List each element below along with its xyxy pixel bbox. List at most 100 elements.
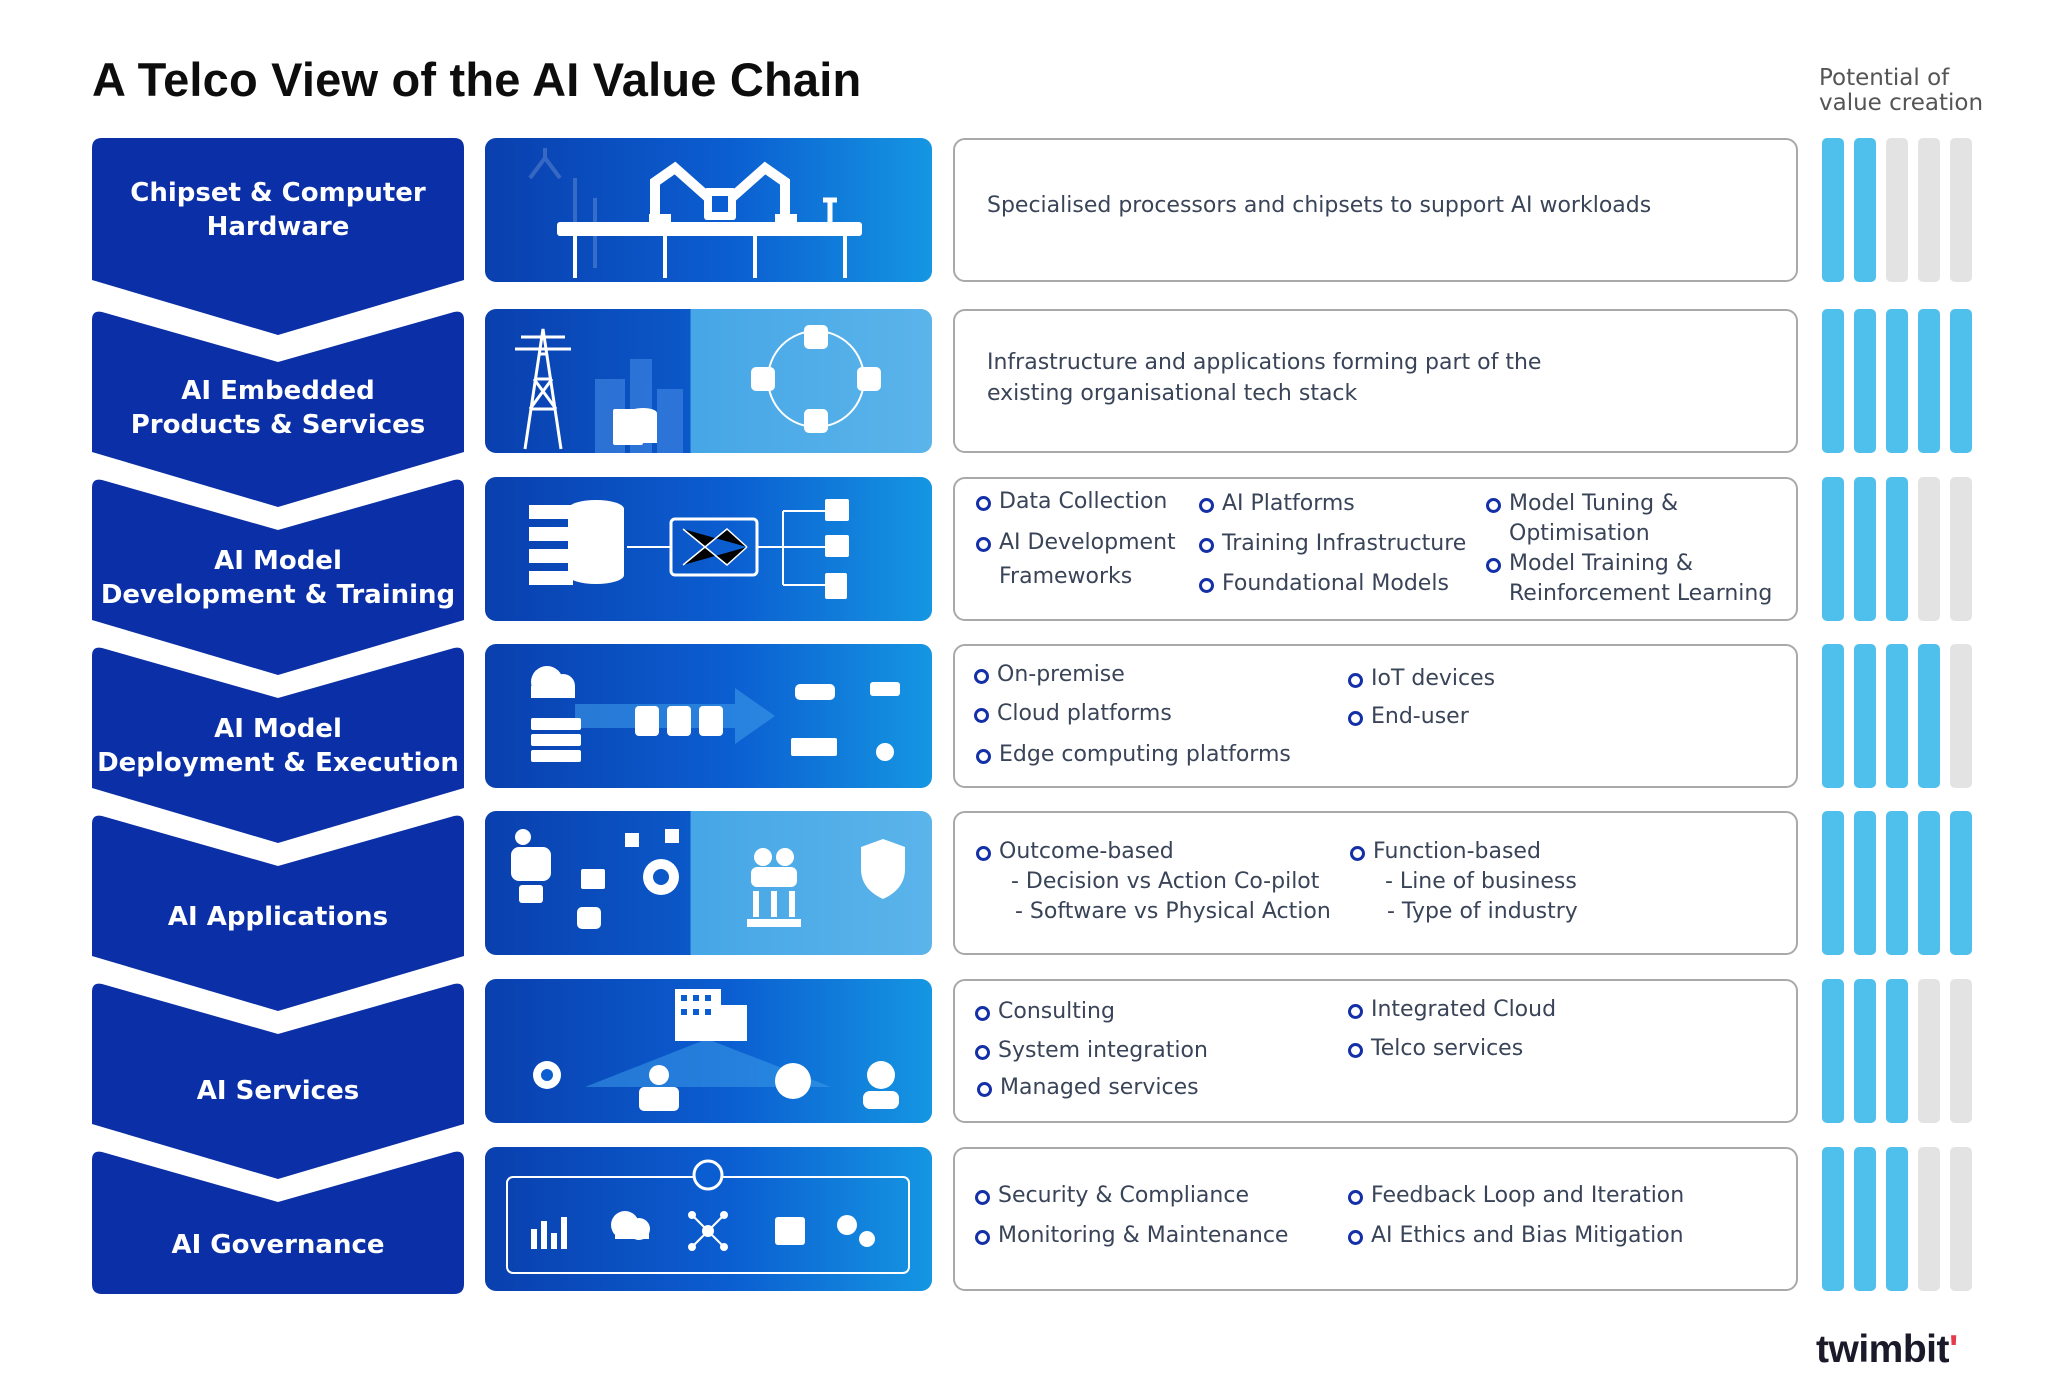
bullet-item: AI Ethics and Bias Mitigation — [1348, 1221, 1684, 1251]
image-panel-chipset — [485, 138, 932, 282]
desc-box-governance: Security & Compliance Monitoring & Maint… — [953, 1147, 1798, 1291]
bullet-item: On-premise — [974, 660, 1125, 690]
potential-bar — [1950, 644, 1972, 788]
potential-bar — [1950, 1147, 1972, 1291]
image-panel-applications — [485, 811, 932, 955]
potential-bar — [1822, 1147, 1844, 1291]
potential-bars-governance — [1822, 1147, 1982, 1291]
potential-bar — [1822, 979, 1844, 1123]
bullet-item: IoT devices — [1347, 664, 1495, 694]
potential-bar — [1950, 811, 1972, 955]
bullet-item: Telco services — [1347, 1034, 1523, 1064]
services-building-icon — [533, 989, 899, 1111]
desc-box-development: Data Collection AI Development Framework… — [953, 477, 1798, 621]
potential-bar — [1822, 644, 1844, 788]
image-panel-development — [485, 477, 932, 621]
bullet-continuation: Reinforcement Learning — [1509, 581, 1773, 606]
bullet-item: Security & Compliance — [975, 1181, 1249, 1211]
bullet-item: Edge computing platforms — [976, 740, 1291, 770]
potential-bar — [1950, 979, 1972, 1123]
potential-bar — [1886, 477, 1908, 621]
desc-box-chipset: Specialised processors and chipsets to s… — [953, 138, 1798, 282]
stage-label-applications: AI Applications — [167, 902, 389, 932]
potential-bar — [1886, 309, 1908, 453]
potential-bars-development — [1822, 477, 1982, 621]
desc-box-embedded: Infrastructure and applications forming … — [953, 309, 1798, 453]
potential-bar — [1918, 477, 1940, 621]
potential-bar — [1854, 138, 1876, 282]
desc-text: Specialised processors and chipsets to s… — [987, 193, 1652, 218]
chevron-stage-3 — [92, 479, 464, 675]
stage-label-governance: AI Governance — [171, 1230, 385, 1260]
potential-bar — [1950, 138, 1972, 282]
potential-bar — [1918, 309, 1940, 453]
cloud-to-edge-devices-icon — [531, 666, 900, 762]
desc-box-deployment: On-premise Cloud platforms Edge computin… — [953, 644, 1798, 788]
potential-bar — [1886, 811, 1908, 955]
image-panel-services — [485, 979, 932, 1123]
robot-arms-chip-icon — [528, 148, 862, 278]
potential-bar — [1918, 138, 1940, 282]
desc-text: Infrastructure and applications forming … — [987, 350, 1542, 406]
potential-bar — [1918, 644, 1940, 788]
potential-bar — [1950, 477, 1972, 621]
bullet-item: System integration — [975, 1036, 1208, 1066]
potential-bar — [1854, 811, 1876, 955]
potential-bar — [1886, 979, 1908, 1123]
potential-bar — [1886, 1147, 1908, 1291]
potential-bar — [1854, 644, 1876, 788]
potential-bar — [1918, 979, 1940, 1123]
bullet-item: Model Tuning & — [1485, 489, 1678, 519]
brand-logo: twimbit' — [1816, 1328, 1958, 1371]
bullet-item: Consulting — [975, 997, 1115, 1027]
bullet-item: Data Collection — [975, 487, 1167, 517]
bullet-item: Monitoring & Maintenance — [974, 1221, 1288, 1251]
potential-header: Potential of value creation — [1819, 65, 1984, 116]
telecom-tower-city-icon — [515, 325, 881, 453]
desc-box-services: Consulting System integration Managed se… — [953, 979, 1798, 1123]
potential-bars-chipset — [1822, 138, 1982, 282]
chevron-stage-1 — [92, 138, 464, 335]
potential-bar — [1950, 309, 1972, 453]
sub-item: - Software vs Physical Action — [1015, 899, 1331, 924]
potential-bar — [1854, 309, 1876, 453]
bullet-item: Feedback Loop and Iteration — [1347, 1181, 1684, 1211]
potential-bar — [1886, 644, 1908, 788]
potential-bar — [1918, 1147, 1940, 1291]
potential-bars-services — [1822, 979, 1982, 1123]
page-title: A Telco View of the AI Value Chain — [92, 53, 862, 106]
potential-bar — [1822, 811, 1844, 955]
bullet-continuation: Optimisation — [1509, 521, 1650, 546]
potential-bar — [1822, 477, 1844, 621]
potential-bar — [1854, 979, 1876, 1123]
bullet-item: AI Development — [976, 528, 1176, 558]
potential-bar — [1822, 309, 1844, 453]
sub-item: - Decision vs Action Co-pilot — [1011, 869, 1320, 894]
sub-item: - Line of business — [1385, 869, 1577, 894]
stage-label-services: AI Services — [196, 1076, 360, 1106]
database-neural-network-icon — [529, 499, 849, 599]
desc-box-applications: Outcome-based - Decision vs Action Co-pi… — [953, 811, 1798, 955]
chevron-stage-6 — [92, 983, 464, 1179]
chevron-stage-4 — [92, 647, 464, 843]
image-panel-embedded — [485, 309, 932, 453]
sub-item: - Type of industry — [1387, 899, 1578, 924]
bullet-item: Managed services — [977, 1073, 1199, 1103]
bullet-item: Function-based — [1350, 837, 1541, 867]
potential-bar — [1886, 138, 1908, 282]
bullet-item: Outcome-based — [976, 837, 1174, 867]
bullet-item: Model Training & — [1485, 549, 1693, 579]
potential-bar — [1822, 138, 1844, 282]
chevron-stage-2 — [92, 311, 464, 507]
bullet-item: AI Platforms — [1199, 489, 1355, 519]
chevron-stage-7 — [92, 1151, 464, 1294]
potential-bars-embedded — [1822, 309, 1982, 453]
bullet-item: Training Infrastructure — [1198, 529, 1466, 559]
bullet-continuation: Frameworks — [999, 564, 1133, 589]
bullet-item: Cloud platforms — [974, 699, 1172, 729]
potential-bar — [1854, 1147, 1876, 1291]
bullet-item: Integrated Cloud — [1347, 995, 1556, 1025]
